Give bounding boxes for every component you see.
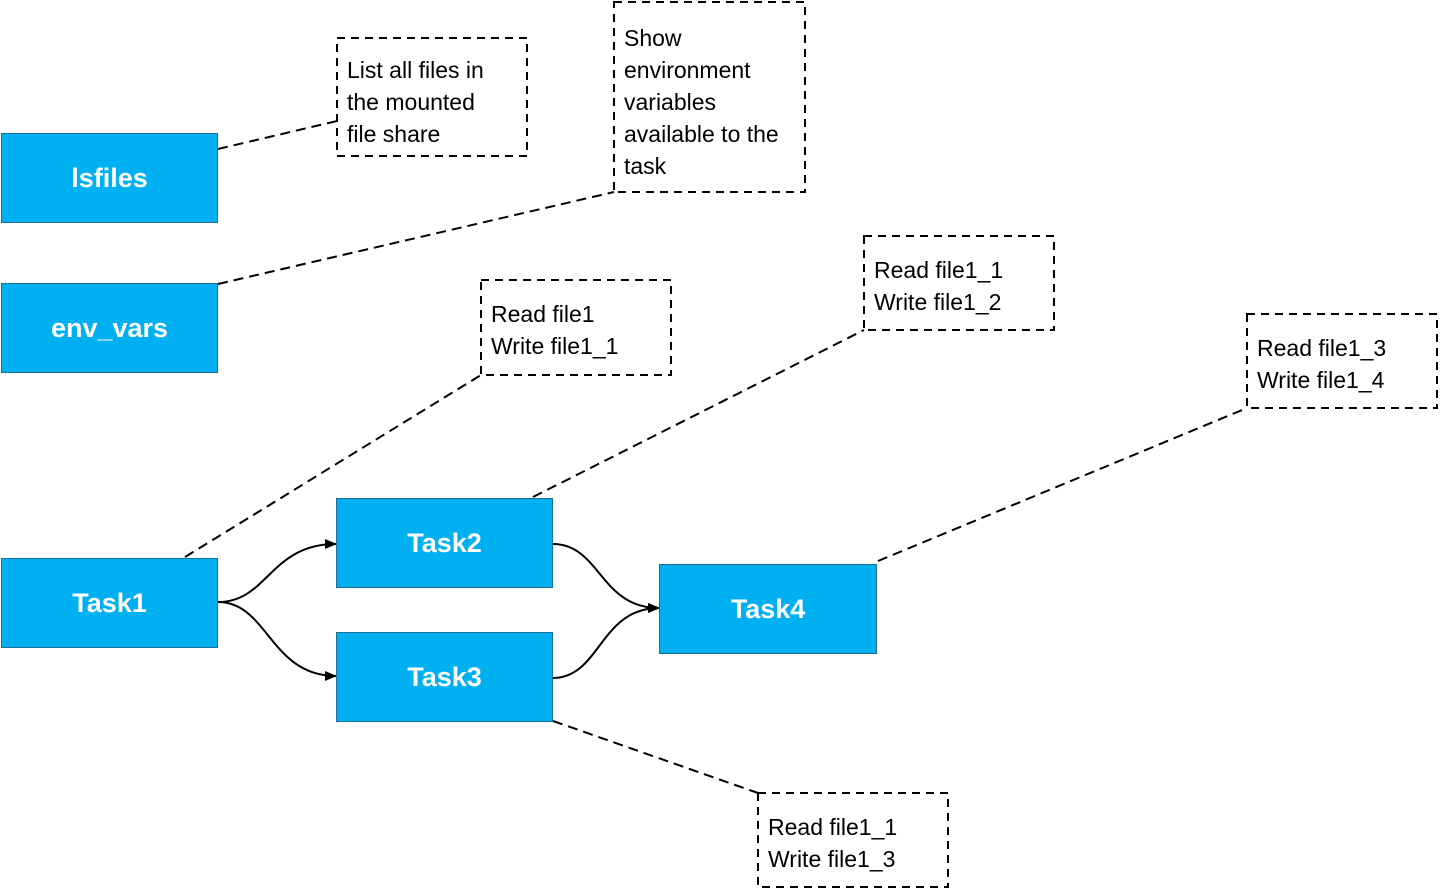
note-box-task3 [757, 792, 949, 888]
callout-line-task2 [532, 329, 865, 498]
note-env-vars-line-5: task [624, 153, 667, 179]
note-box-task2 [863, 235, 1055, 331]
note-box-task1 [480, 279, 672, 376]
task-label-task3: Task3 [407, 661, 482, 692]
note-env-vars-line-3: variables [624, 89, 717, 115]
callout-line-task4 [877, 407, 1248, 562]
note-lsfiles-line-1: List all files in [347, 57, 484, 83]
note-lsfiles-line-2: the mounted [347, 89, 475, 115]
callout-line-lsfiles [217, 120, 338, 150]
note-env-vars-line-2: environment [624, 57, 751, 83]
task-label-task4: Task4 [730, 593, 806, 624]
arrow-task2-to-task4 [552, 543, 660, 613]
note-env-vars: Show environment variables available to … [614, 14, 805, 192]
task-node-lsfiles[interactable]: lsfiles [1, 133, 218, 223]
note-lsfiles-line-3: file share [347, 121, 441, 147]
note-task1-line-1: Read file1 [491, 301, 595, 327]
note-task1-line-2: Write file1_1 [491, 333, 619, 359]
arrow-task1-to-task2 [217, 539, 337, 603]
task-node-task2[interactable]: Task2 [336, 498, 553, 588]
note-task4-line-1: Read file1_3 [1257, 335, 1387, 361]
note-task2-line-2: Write file1_2 [874, 289, 1002, 315]
note-task1: Read file1 Write file1_1 [481, 290, 671, 375]
note-task3: Read file1_1 Write file1_3 [758, 803, 948, 887]
note-lsfiles: List all files in the mounted file share [337, 46, 527, 156]
callout-line-env-vars [217, 191, 615, 285]
note-env-vars-line-4: available to the [624, 121, 779, 147]
note-box-env-vars [613, 1, 806, 193]
note-box-task4 [1246, 313, 1438, 409]
task-node-env-vars[interactable]: env_vars [1, 283, 218, 373]
task-label-task1: Task1 [72, 587, 147, 618]
note-task2: Read file1_1 Write file1_2 [864, 246, 1054, 330]
task-node-task3[interactable]: Task3 [336, 632, 553, 722]
note-env-vars-line-1: Show [624, 25, 682, 51]
arrow-task3-to-task4 [552, 603, 660, 679]
arrow-task1-to-task3 [217, 601, 337, 681]
note-task3-line-2: Write file1_3 [768, 846, 896, 872]
task-label-lsfiles: lsfiles [71, 162, 148, 193]
task-node-task4[interactable]: Task4 [659, 564, 877, 654]
callout-line-task1 [184, 374, 482, 558]
task-label-task2: Task2 [407, 527, 482, 558]
note-task2-line-1: Read file1_1 [874, 257, 1004, 283]
task-label-env-vars: env_vars [50, 312, 169, 343]
note-task3-line-1: Read file1_1 [768, 814, 898, 840]
callout-line-task3 [552, 720, 759, 794]
note-task4: Read file1_3 Write file1_4 [1247, 324, 1437, 408]
note-task4-line-2: Write file1_4 [1257, 367, 1385, 393]
task-node-task1[interactable]: Task1 [1, 558, 218, 648]
